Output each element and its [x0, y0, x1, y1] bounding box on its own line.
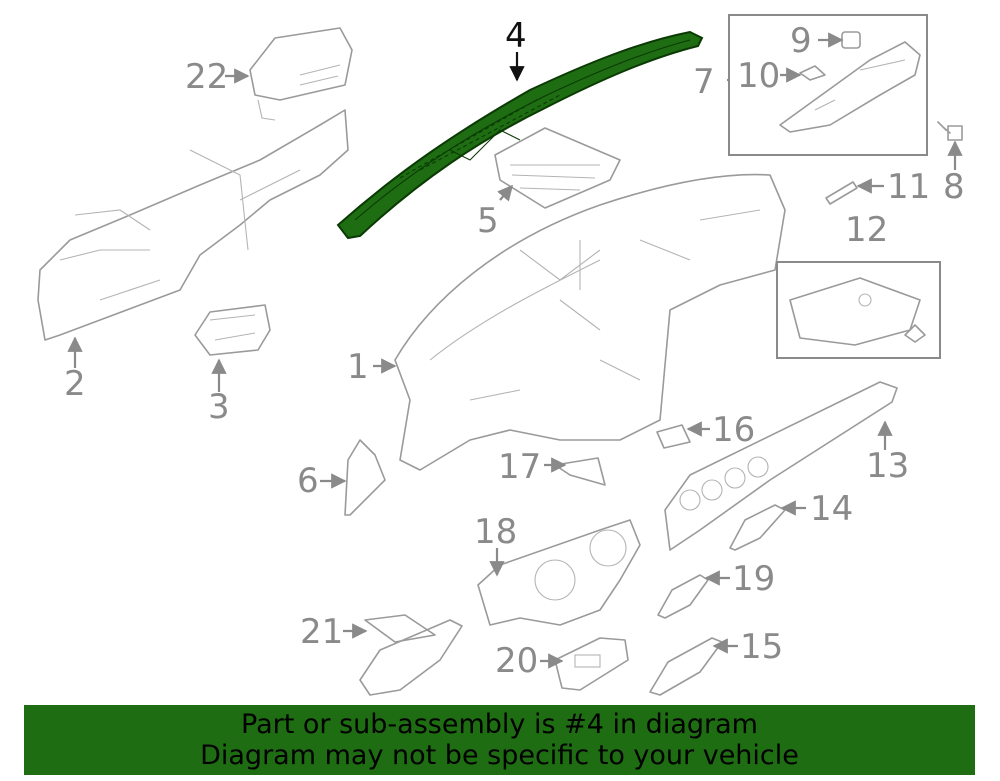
callout-7: 7 [693, 62, 715, 102]
callout-12: 12 [845, 210, 888, 250]
part-17-panel[interactable] [554, 457, 606, 486]
part-12-insulator[interactable] [789, 277, 926, 346]
callout-8: 8 [943, 167, 965, 207]
part-14-trim[interactable] [729, 504, 786, 551]
part-2-cross-car-beam[interactable] [37, 109, 349, 341]
part-21-glove-box[interactable] [359, 614, 463, 696]
part-22-airbag-module[interactable] [249, 27, 353, 121]
part-16-label[interactable] [656, 424, 691, 449]
part-7-group-box [728, 14, 928, 156]
part-9-clip[interactable] [841, 31, 861, 49]
part-18-cluster-bezel[interactable] [477, 519, 641, 626]
callout-17: 17 [498, 447, 541, 487]
callout-22: 22 [185, 57, 228, 97]
part-11-strip[interactable] [825, 181, 858, 205]
callout-4: 4 [505, 16, 527, 56]
part-1-instrument-panel[interactable] [394, 173, 786, 471]
banner-line-1: Part or sub-assembly is #4 in diagram [241, 709, 758, 740]
part-6-end-cap[interactable] [344, 439, 386, 516]
callout-16: 16 [712, 410, 755, 450]
callout-19: 19 [732, 559, 775, 599]
callout-15: 15 [740, 627, 783, 667]
part-20-trim[interactable] [554, 637, 629, 691]
info-banner: Part or sub-assembly is #4 in diagram Di… [24, 705, 975, 775]
callout-6: 6 [297, 461, 319, 501]
callout-20: 20 [495, 641, 538, 681]
part-5-cover-panel[interactable] [494, 127, 621, 209]
callout-11: 11 [887, 167, 930, 207]
leader-lines [67, 32, 963, 669]
part-10-clip[interactable] [799, 65, 826, 81]
part-19-trim[interactable] [657, 574, 709, 619]
callout-14: 14 [810, 489, 853, 529]
part-8-bolt[interactable] [937, 121, 963, 141]
callout-21: 21 [300, 612, 343, 652]
callout-2: 2 [64, 364, 86, 404]
callout-1: 1 [347, 347, 369, 387]
part-13-trim-panel[interactable] [664, 381, 898, 551]
part-15-trim[interactable] [649, 637, 723, 696]
part-4-defroster-panel[interactable] [336, 30, 704, 240]
callout-10: 10 [737, 56, 780, 96]
banner-line-2: Diagram may not be specific to your vehi… [200, 740, 799, 771]
callout-3: 3 [208, 387, 230, 427]
part-3-bracket[interactable] [194, 304, 271, 356]
part-12-group-box [776, 261, 941, 359]
callout-13: 13 [866, 446, 909, 486]
callout-5: 5 [477, 201, 499, 241]
part-7-trim-panel[interactable] [779, 41, 921, 133]
callout-18: 18 [474, 512, 517, 552]
callout-9: 9 [790, 21, 812, 61]
